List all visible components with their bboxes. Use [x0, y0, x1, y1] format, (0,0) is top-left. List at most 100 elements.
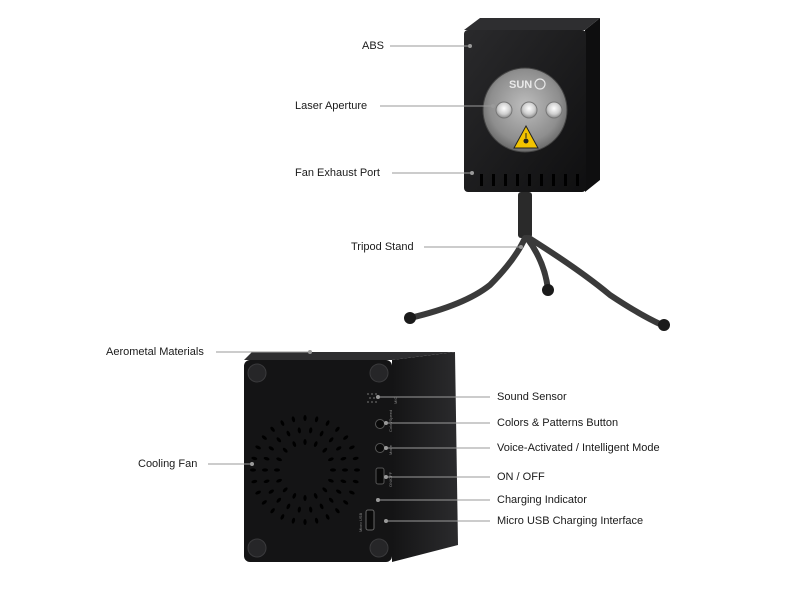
label-fan-exhaust-port: Fan Exhaust Port	[295, 167, 380, 179]
power-switch[interactable]	[375, 467, 385, 485]
brand-logo: SUN	[509, 79, 532, 91]
fan-hole	[314, 517, 319, 524]
fan-hole	[286, 503, 291, 510]
top-device-top-face	[464, 18, 600, 30]
fan-hole	[319, 503, 324, 510]
fan-hole	[270, 426, 275, 432]
fan-hole	[282, 447, 288, 453]
fan-hole	[309, 427, 313, 434]
fan-hole	[340, 456, 347, 461]
fan-hole	[303, 415, 307, 421]
label-colors-patterns-button: Colors & Patterns Button	[497, 417, 619, 429]
fan-hole	[276, 437, 282, 443]
tripod-stand	[404, 192, 670, 331]
fan-hole	[262, 468, 268, 472]
bottom-device: MIC Color/Speed Mode ON/OFF Micro USB	[244, 352, 458, 562]
fan-hole	[263, 456, 270, 461]
fan-hole	[325, 420, 330, 426]
fan-hole	[309, 506, 313, 513]
colors-patterns-button[interactable]	[375, 419, 385, 429]
label-on-off: ON / OFF	[497, 471, 545, 483]
rubber-foot-bottom-left	[247, 538, 267, 558]
fan-hole	[352, 456, 359, 461]
fan-hole	[292, 441, 297, 447]
sound-sensor-icon	[367, 393, 377, 403]
fan-hole	[352, 479, 359, 484]
fan-hole	[303, 495, 307, 501]
laser-warning-icon	[513, 124, 539, 149]
fan-hole	[313, 441, 318, 447]
laser-lens-right	[545, 101, 563, 119]
fan-hole	[322, 447, 328, 453]
fan-hole	[343, 500, 349, 505]
fan-hole	[313, 493, 318, 499]
fan-hole	[328, 437, 334, 443]
fan-hole	[291, 517, 296, 524]
label-voice-intelligent-mode: Voice-Activated / Intelligent Mode	[497, 442, 660, 454]
label-charging-indicator: Charging Indicator	[497, 494, 587, 506]
mode-button[interactable]	[375, 443, 385, 453]
top-device-side-face	[585, 18, 600, 192]
label-aerometal-materials: Aerometal Materials	[106, 346, 204, 358]
brand-logo-power-icon	[534, 78, 546, 90]
label-laser-aperture: Laser Aperture	[295, 100, 368, 112]
label-abs: ABS	[362, 40, 385, 52]
fan-hole	[330, 468, 336, 472]
fan-hole	[322, 487, 328, 493]
fan-hole	[280, 420, 285, 426]
leader-lines	[208, 44, 523, 523]
side-label-mic: MIC	[393, 397, 398, 404]
fan-hole	[251, 479, 258, 484]
fan-hole	[335, 426, 340, 432]
fan-hole	[297, 427, 301, 434]
rubber-foot-bottom-right	[369, 538, 389, 558]
fan-hole	[303, 519, 307, 525]
fan-hole	[286, 430, 291, 437]
label-micro-usb: Micro USB Charging Interface	[497, 515, 644, 527]
fan-hole	[261, 435, 267, 440]
fan-hole	[335, 508, 340, 514]
fan-hole	[268, 446, 274, 451]
fan-hole	[282, 487, 288, 493]
fan-hole	[325, 514, 330, 520]
fan-hole	[255, 490, 261, 495]
bottom-device-side-face	[392, 352, 458, 562]
fan-hole	[280, 514, 285, 520]
fan-hole	[270, 508, 275, 514]
laser-lens-center	[520, 101, 538, 119]
fan-hole	[319, 430, 324, 437]
fan-hole	[292, 493, 297, 499]
fan-exhaust-slots	[480, 174, 579, 186]
fan-hole	[342, 468, 348, 472]
fan-hole	[274, 468, 280, 472]
bottom-device-top-face	[244, 352, 455, 360]
fan-hole	[261, 500, 267, 505]
fan-hole	[336, 446, 342, 451]
fan-hole	[328, 478, 334, 483]
rubber-foot-top-right	[369, 363, 389, 383]
label-sound-sensor: Sound Sensor	[497, 391, 567, 403]
fan-hole	[349, 445, 355, 450]
fan-hole	[328, 457, 334, 462]
rubber-foot-top-left	[247, 363, 267, 383]
micro-usb-port-icon	[365, 509, 375, 531]
fan-hole	[276, 478, 282, 483]
fan-hole	[263, 479, 270, 484]
fan-hole	[250, 468, 256, 472]
side-label-usb: Micro USB	[358, 513, 363, 532]
fan-hole	[340, 479, 347, 484]
fan-hole	[268, 489, 274, 494]
fan-hole	[291, 416, 296, 423]
fan-hole	[349, 490, 355, 495]
label-tripod-stand: Tripod Stand	[351, 241, 414, 253]
laser-lens-left	[495, 101, 513, 119]
bottom-device-rear-face	[244, 360, 392, 562]
fan-hole	[336, 489, 342, 494]
side-label-color-speed: Color/Speed	[388, 410, 393, 432]
cooling-fan-grille	[250, 415, 360, 525]
fan-hole	[251, 456, 258, 461]
side-label-mode: Mode	[388, 444, 393, 455]
fan-hole	[276, 497, 282, 503]
fan-hole	[328, 497, 334, 503]
